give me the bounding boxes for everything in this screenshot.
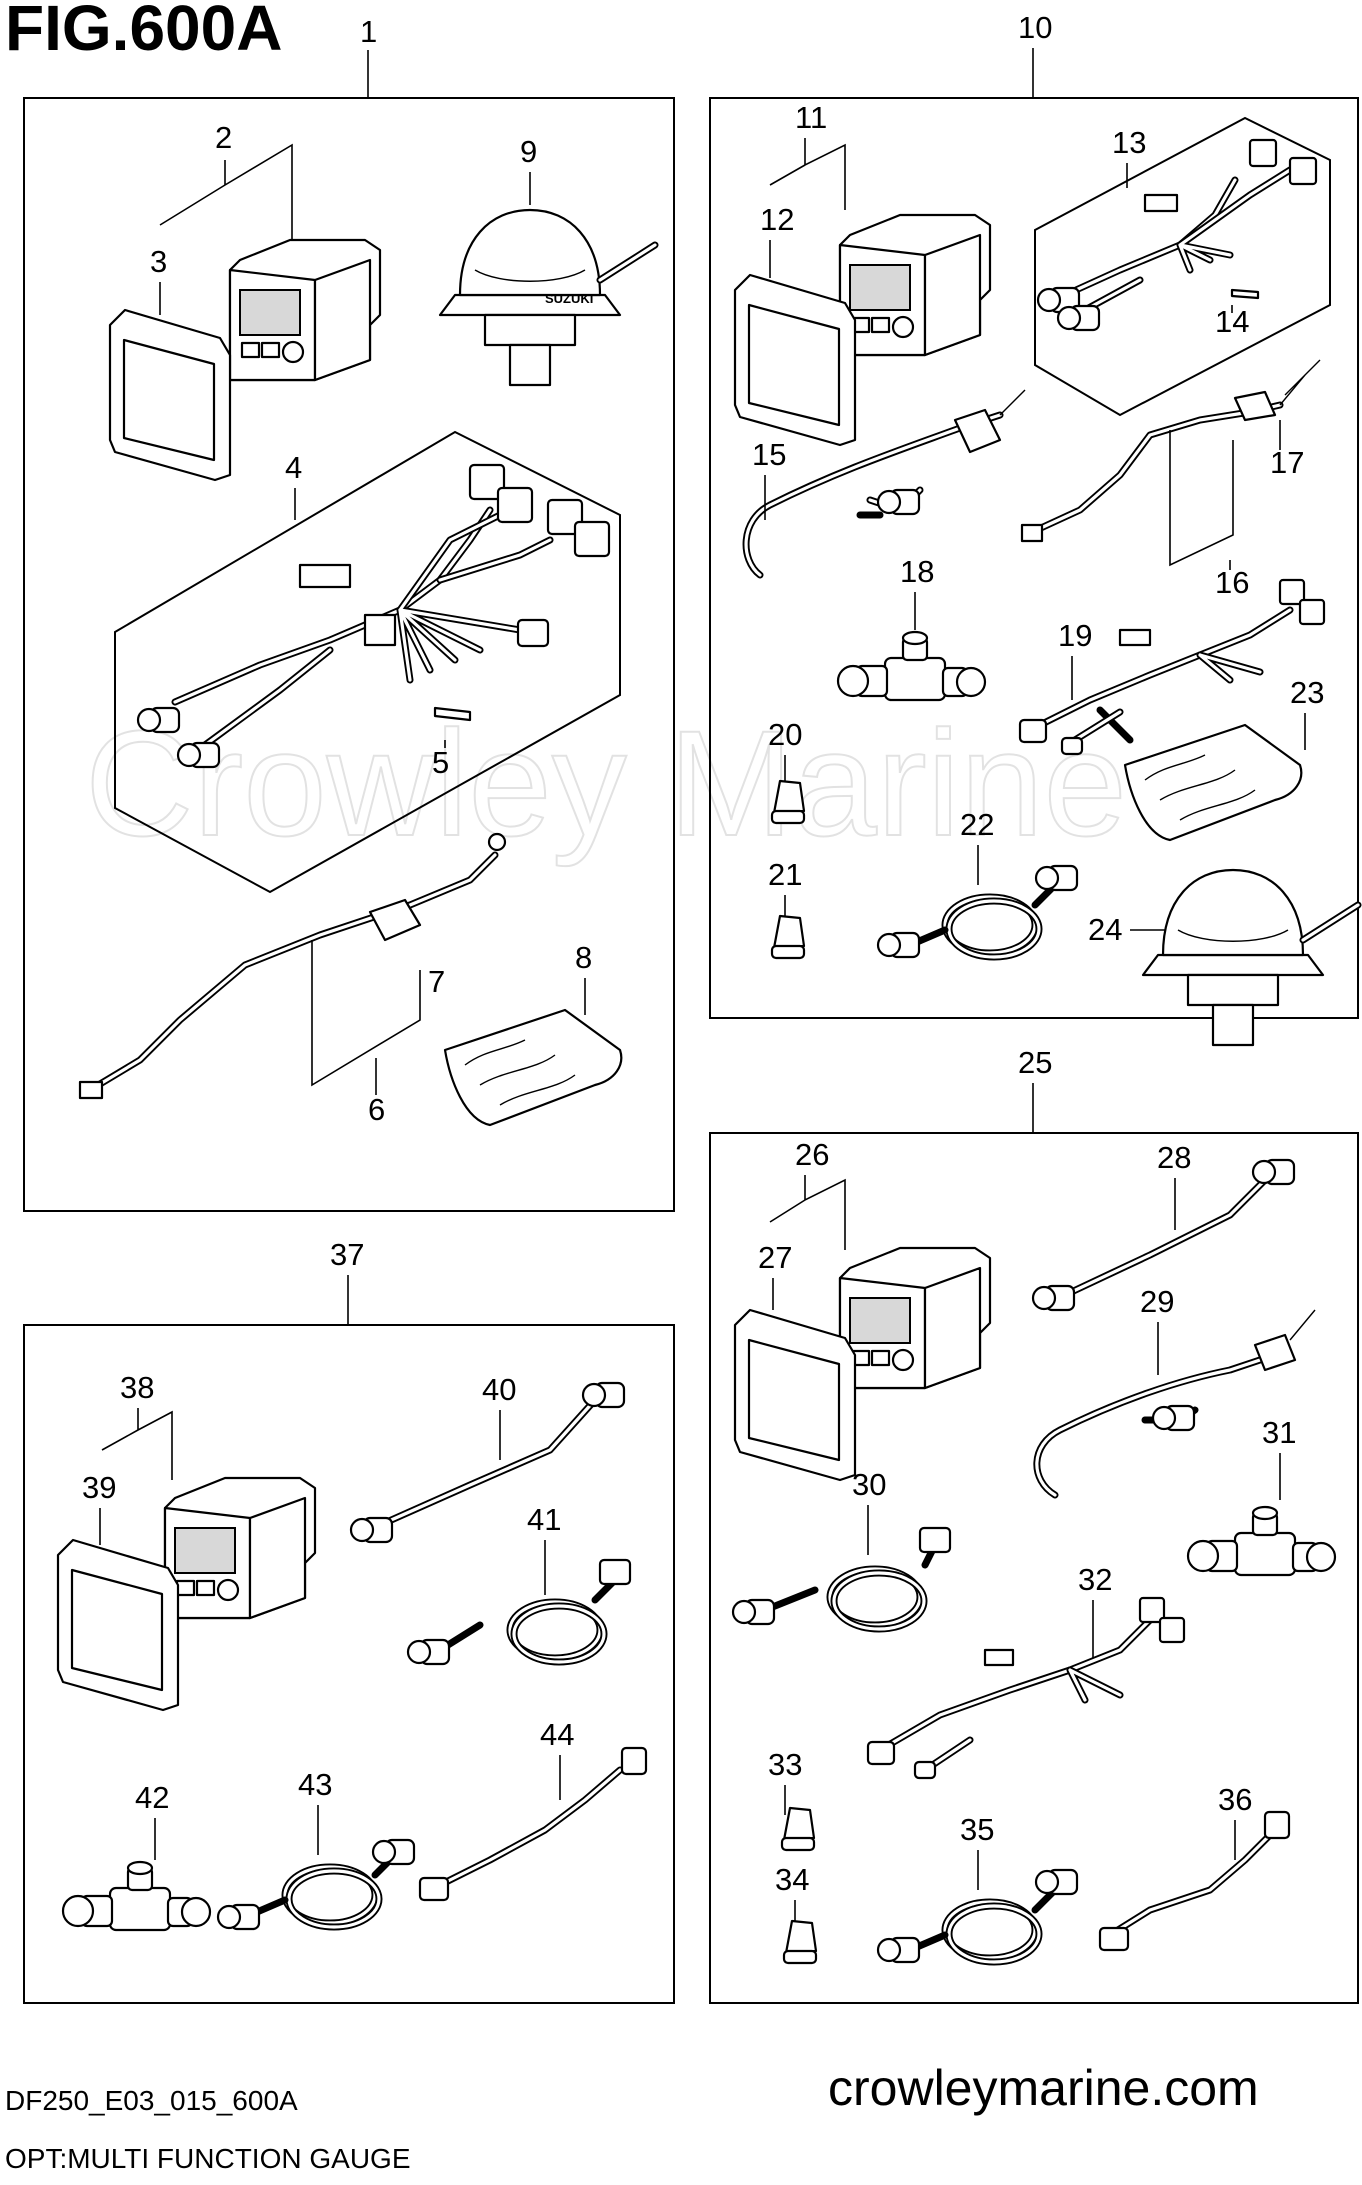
callout-34: 34 <box>775 1862 809 1897</box>
cable-22-plug-a <box>876 931 921 959</box>
callout-24: 24 <box>1088 912 1122 947</box>
group-box-1 <box>23 97 675 1212</box>
cable-15-plug <box>876 488 921 516</box>
cable-28-plug-a <box>1031 1284 1076 1312</box>
harness-plug-a <box>136 706 181 734</box>
callout-18: 18 <box>900 554 934 589</box>
callout-25: 25 <box>1018 1045 1052 1080</box>
antenna-sticker: SUZUKI <box>545 291 593 306</box>
gauge-bezel-25 <box>733 1308 857 1482</box>
cable-22-plug-b <box>1034 864 1079 892</box>
callout-13: 13 <box>1112 125 1146 160</box>
cable-28-plug-b <box>1251 1158 1296 1186</box>
group-box-25 <box>709 1132 1359 2004</box>
callout-9: 9 <box>520 134 537 169</box>
parts-bag-23 <box>1123 723 1303 842</box>
gauge-display-unit-37 <box>163 1476 317 1620</box>
cable-coil-35 <box>945 1902 1039 1962</box>
cable-coil-30 <box>830 1569 924 1629</box>
harness-13-plug-b <box>1056 304 1101 332</box>
watermark: Crowley Marine <box>85 699 1127 867</box>
gauge-display-unit <box>228 238 382 382</box>
callout-32: 32 <box>1078 1562 1112 1597</box>
callout-10: 10 <box>1018 10 1052 45</box>
cable-35-plug-b <box>1034 1868 1079 1896</box>
gauge-bezel-10 <box>733 273 857 447</box>
cable-41-plug-a <box>406 1638 451 1666</box>
callout-7: 7 <box>428 964 445 999</box>
callout-35: 35 <box>960 1812 994 1847</box>
harness-box-4 <box>114 430 621 894</box>
cable-coil-22 <box>945 897 1039 957</box>
cable-40-plug-b <box>581 1381 626 1409</box>
callout-2: 2 <box>215 120 232 155</box>
callout-28: 28 <box>1157 1140 1191 1175</box>
callout-21: 21 <box>768 857 802 892</box>
harness-plug-b <box>176 741 221 769</box>
gauge-display-unit-25 <box>838 1246 992 1390</box>
callout-44: 44 <box>540 1717 574 1752</box>
callout-15: 15 <box>752 437 786 472</box>
callout-30: 30 <box>852 1467 886 1502</box>
callout-43: 43 <box>298 1767 332 1802</box>
cable-30-plug-a <box>731 1598 776 1626</box>
group-box-37 <box>23 1324 675 2004</box>
callout-1: 1 <box>360 14 377 49</box>
cable-43-plug-b <box>371 1838 416 1866</box>
callout-36: 36 <box>1218 1782 1252 1817</box>
callout-29: 29 <box>1140 1284 1174 1319</box>
callout-37: 37 <box>330 1237 364 1272</box>
drawing-code: DF250_E03_015_600A <box>5 2085 298 2116</box>
callout-38: 38 <box>120 1370 154 1405</box>
terminator-21 <box>770 914 806 960</box>
figure-caption: OPT:MULTI FUNCTION GAUGE <box>5 2143 411 2174</box>
tee-connector-18 <box>836 630 987 702</box>
callout-17: 17 <box>1270 445 1304 480</box>
terminator-33 <box>780 1806 816 1852</box>
cable-coil-41 <box>510 1602 604 1662</box>
callout-41: 41 <box>527 1502 561 1537</box>
cable-40-plug-a <box>349 1516 394 1544</box>
callout-19: 19 <box>1058 618 1092 653</box>
gauge-bezel-37 <box>56 1538 180 1712</box>
callout-33: 33 <box>768 1747 802 1782</box>
callout-6: 6 <box>368 1092 385 1127</box>
callout-22: 22 <box>960 807 994 842</box>
callout-31: 31 <box>1262 1415 1296 1450</box>
group-box-10 <box>709 97 1359 1019</box>
callout-27: 27 <box>758 1240 792 1275</box>
cable-coil-43 <box>285 1867 379 1927</box>
callout-40: 40 <box>482 1372 516 1407</box>
tee-connector-31 <box>1186 1505 1337 1577</box>
callout-23: 23 <box>1290 675 1324 710</box>
harness-box-13 <box>1034 116 1331 417</box>
callout-5: 5 <box>432 745 449 780</box>
callout-39: 39 <box>82 1470 116 1505</box>
website-url[interactable]: crowleymarine.com <box>828 2060 1259 2116</box>
callout-11: 11 <box>795 100 827 135</box>
callout-4: 4 <box>285 450 302 485</box>
callout-8: 8 <box>575 940 592 975</box>
callout-26: 26 <box>795 1137 829 1172</box>
callout-12: 12 <box>760 202 794 237</box>
cable-29-plug <box>1151 1404 1196 1432</box>
figure-title: FIG.600A <box>5 0 282 64</box>
tee-connector-42 <box>61 1860 212 1932</box>
cable-43-plug-a <box>216 1903 261 1931</box>
terminator-34 <box>782 1919 818 1965</box>
callout-16: 16 <box>1215 565 1249 600</box>
parts-bag-8 <box>443 1008 623 1127</box>
callout-42: 42 <box>135 1780 169 1815</box>
cable-35-plug-a <box>876 1936 921 1964</box>
callout-3: 3 <box>150 244 167 279</box>
gauge-bezel <box>108 308 232 482</box>
callout-20: 20 <box>768 717 802 752</box>
gauge-display-unit-10 <box>838 213 992 357</box>
